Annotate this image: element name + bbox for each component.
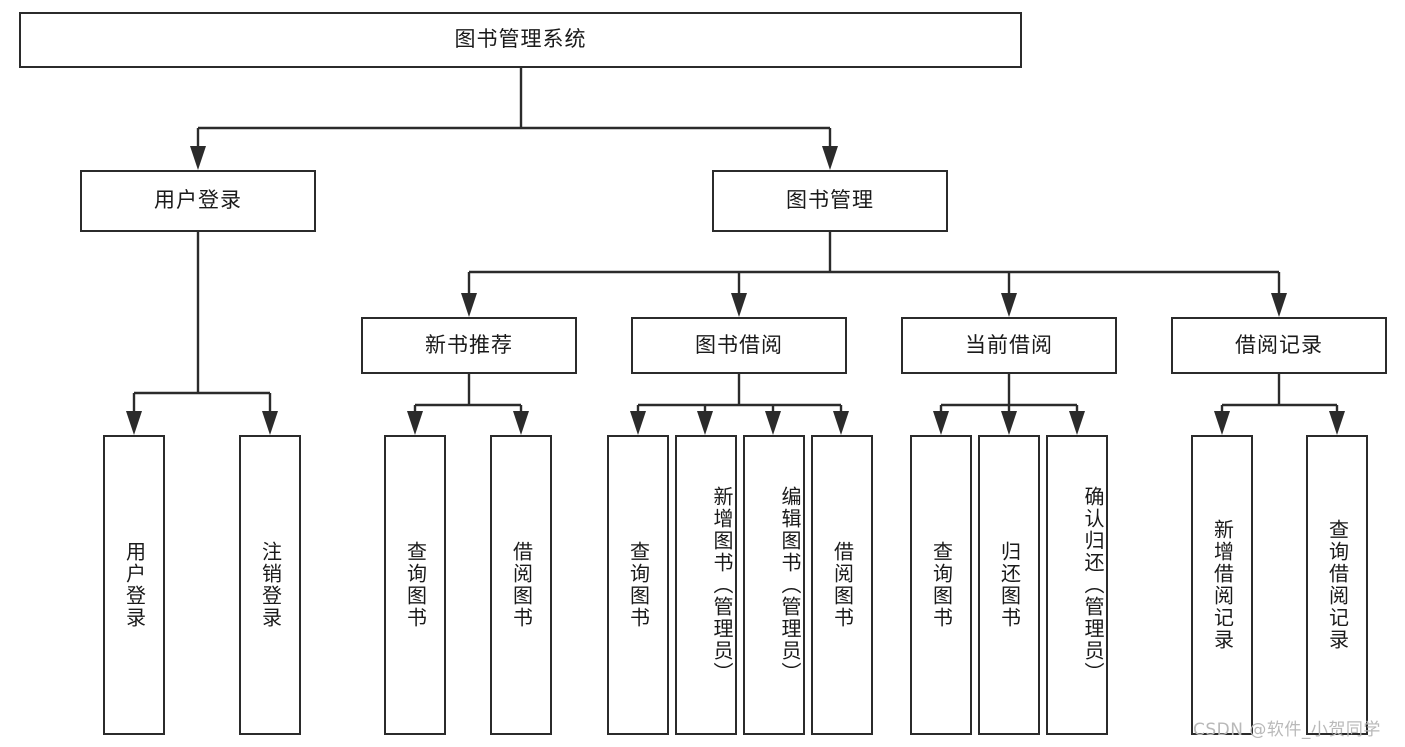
node-borrow-record[interactable]: 借阅记录	[1171, 317, 1387, 374]
node-label: 查询借阅记录	[1325, 519, 1350, 651]
leaf-current-return-book[interactable]: 归还图书	[978, 435, 1040, 735]
leaf-user-login-logout[interactable]: 注销登录	[239, 435, 301, 735]
node-label: 新书推荐	[425, 332, 513, 357]
node-new-book-recommend[interactable]: 新书推荐	[361, 317, 577, 374]
node-user-login[interactable]: 用户登录	[80, 170, 316, 232]
leaf-current-confirm-return[interactable]: 确认归还（管理员）	[1046, 435, 1108, 735]
csdn-watermark: CSDN @软件_小贺同学	[1193, 720, 1381, 740]
node-label: 借阅图书	[830, 541, 855, 629]
node-label: 借阅图书	[509, 541, 534, 629]
node-label: 注销登录	[258, 541, 283, 629]
node-label: 查询图书	[929, 541, 954, 629]
leaf-borrow-add-book[interactable]: 新增图书（管理员）	[675, 435, 737, 735]
node-label: 归还图书	[997, 541, 1022, 629]
node-label: 查询图书	[626, 541, 651, 629]
node-label: 图书管理系统	[454, 27, 587, 52]
leaf-new-book-query[interactable]: 查询图书	[384, 435, 446, 735]
node-book-management[interactable]: 图书管理	[712, 170, 948, 232]
leaf-borrow-edit-book[interactable]: 编辑图书（管理员）	[743, 435, 805, 735]
node-book-borrow[interactable]: 图书借阅	[631, 317, 847, 374]
node-label: 图书借阅	[695, 332, 783, 357]
node-label: 当前借阅	[965, 332, 1053, 357]
leaf-record-query[interactable]: 查询借阅记录	[1306, 435, 1368, 735]
node-label: 用户登录	[122, 541, 147, 629]
leaf-borrow-query-book[interactable]: 查询图书	[607, 435, 669, 735]
node-label: 确认归还（管理员）	[1081, 486, 1105, 684]
node-label: 查询图书	[403, 541, 428, 629]
leaf-user-login-login[interactable]: 用户登录	[103, 435, 165, 735]
leaf-current-query-book[interactable]: 查询图书	[910, 435, 972, 735]
leaf-borrow-borrow-book[interactable]: 借阅图书	[811, 435, 873, 735]
node-label: 编辑图书（管理员）	[778, 486, 802, 684]
node-label: 用户登录	[154, 188, 242, 213]
node-current-borrow[interactable]: 当前借阅	[901, 317, 1117, 374]
node-label: 新增借阅记录	[1210, 519, 1235, 651]
node-root-system[interactable]: 图书管理系统	[19, 12, 1022, 68]
leaf-new-book-borrow[interactable]: 借阅图书	[490, 435, 552, 735]
node-label: 新增图书（管理员）	[710, 486, 734, 684]
leaf-record-add[interactable]: 新增借阅记录	[1191, 435, 1253, 735]
node-label: 图书管理	[786, 188, 874, 213]
node-label: 借阅记录	[1235, 332, 1323, 357]
